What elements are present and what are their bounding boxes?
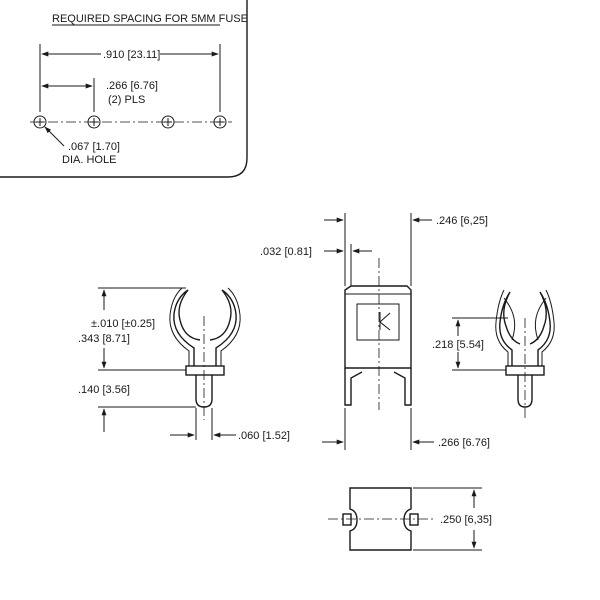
hole-1 (33, 115, 47, 129)
hole-note: DIA. HOLE (62, 154, 116, 166)
side-height-label: .343 [8.71] (78, 333, 130, 345)
end-clip-height-label: .218 [5.54] (432, 339, 484, 351)
front-body (344, 285, 412, 369)
pitch-note: (2) PLS (108, 94, 145, 106)
mount-holes (33, 115, 227, 129)
side-pin-length-label: .140 [3.56] (78, 384, 130, 396)
front-window (356, 303, 400, 341)
hole-2 (87, 115, 101, 129)
bottom-view: .250 [6,35] (328, 487, 492, 551)
side-clip-right-arm (209, 289, 237, 366)
front-view: .246 [6,25] .032 [0.81] .266 [6.76] (260, 213, 490, 450)
bottom-body (349, 487, 412, 551)
end-clip-left-arm (499, 291, 521, 366)
bottom-depth-label: .250 [6,35] (440, 514, 492, 526)
side-clip-base (185, 365, 225, 376)
pitch-dimension-label: .266 [6.76] (106, 80, 158, 92)
hole-3 (161, 115, 175, 129)
hole-4 (213, 115, 227, 129)
bottom-pin-right (409, 513, 419, 526)
end-pin (517, 375, 533, 408)
hole-dimension-label: .067 [1.70] (68, 141, 120, 153)
front-pin-spacing-label: .266 [6.76] (438, 437, 490, 449)
bottom-pin-left (342, 513, 352, 526)
side-clip-left-arm (173, 289, 201, 366)
hole-leader (44, 126, 65, 147)
front-tab-mark (379, 312, 391, 331)
front-width-label: .246 [6,25] (436, 215, 488, 227)
end-view: .218 [5.54] (432, 289, 555, 418)
side-pin-width-label: .060 [1.52] (238, 430, 290, 442)
front-leg-right (393, 368, 412, 406)
front-leg-left (344, 368, 363, 406)
side-tolerance-label: ±.010 [±0.25] (91, 318, 155, 330)
panel-frame (0, 0, 248, 178)
spacing-title: REQUIRED SPACING FOR 5MM FUSE (52, 13, 248, 25)
front-thickness-label: .032 [0.81] (260, 246, 312, 258)
spacing-panel: REQUIRED SPACING FOR 5MM FUSE .910 [23.1… (0, 0, 248, 178)
side-view: ±.010 [±0.25] .343 [8.71] .140 [3.56] .0… (78, 287, 290, 442)
overall-dimension-label: .910 [23.11] (103, 49, 160, 61)
end-clip-right-arm (529, 291, 551, 366)
